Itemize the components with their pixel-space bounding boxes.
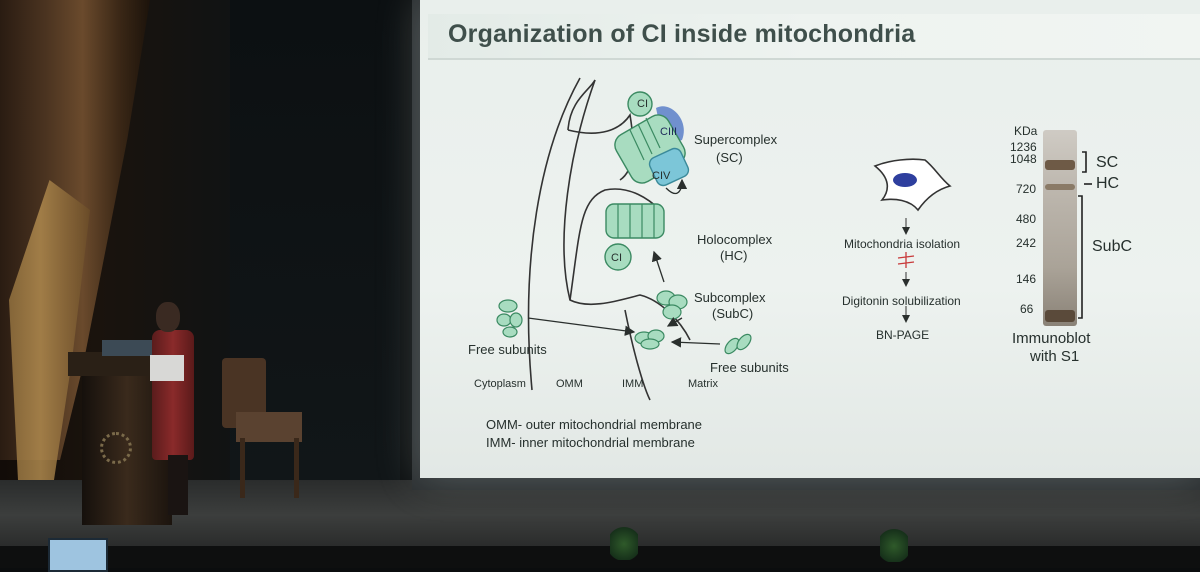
blot-marker-1048: 1048 xyxy=(1010,152,1037,166)
stage-edge xyxy=(0,546,1200,568)
slide-title: Organization of CI inside mitochondria xyxy=(448,20,916,48)
legend-omm: OMM- outer mitochondrial membrane xyxy=(486,417,703,432)
lectern-paper xyxy=(150,355,184,381)
plant-decoration xyxy=(880,522,908,562)
label-supercomplex-abbr: (SC) xyxy=(716,150,743,165)
blot-label-hc: HC xyxy=(1096,175,1120,192)
laptop xyxy=(102,340,152,356)
mitochondria-diagram xyxy=(496,77,1092,401)
blot-marker-66: 66 xyxy=(1020,302,1034,316)
chair-leg xyxy=(240,438,245,498)
label-cytoplasm: Cytoplasm xyxy=(474,378,526,390)
workflow-step-2: Digitonin solubilization xyxy=(842,294,961,308)
subcomplex-shape xyxy=(656,290,688,320)
immunoblot-lane xyxy=(1043,130,1077,326)
blot-band-sc xyxy=(1045,160,1075,170)
blot-caption-line2: with S1 xyxy=(1030,348,1080,365)
free-subunits-right-shape xyxy=(724,333,752,355)
plant-decoration xyxy=(610,520,638,560)
slide-title-bar xyxy=(428,14,1200,60)
legend-imm: IMM- inner mitochondrial membrane xyxy=(486,435,695,450)
label-ci-top: CI xyxy=(637,98,648,110)
blot-marker-1236: 1236 xyxy=(1010,140,1037,154)
label-holocomplex: Holocomplex xyxy=(697,232,773,247)
imm-crista xyxy=(569,188,661,301)
chair-seat xyxy=(236,412,302,442)
blot-band-bottom xyxy=(1045,310,1075,322)
label-matrix: Matrix xyxy=(688,378,718,390)
foreground-monitor xyxy=(48,538,108,572)
cell-icon xyxy=(873,158,952,212)
label-supercomplex: Supercomplex xyxy=(694,132,778,147)
label-free-subunits-left: Free subunits xyxy=(468,342,547,357)
assembly-intermediate xyxy=(634,329,665,350)
workflow-step-1: Mitochondria isolation xyxy=(844,237,961,251)
imm-membrane-top xyxy=(567,79,634,181)
label-subcomplex: Subcomplex xyxy=(694,290,766,305)
holocomplex-shape xyxy=(604,203,665,271)
presenter-body xyxy=(152,330,194,460)
omm-membrane xyxy=(527,77,581,391)
imm-membrane-bottom xyxy=(624,309,651,401)
imm-membrane-middle xyxy=(563,79,691,341)
label-ci-bottom: CI xyxy=(611,252,622,264)
label-free-subunits-right: Free subunits xyxy=(710,360,789,375)
label-ciii: CIII xyxy=(660,126,678,138)
podium-emblem-icon xyxy=(100,432,132,464)
blot-marker-242: 242 xyxy=(1016,236,1037,250)
blot-label-sc: SC xyxy=(1096,154,1119,171)
label-imm: IMM xyxy=(622,378,644,390)
label-omm: OMM xyxy=(556,378,583,390)
blot-marker-480: 480 xyxy=(1016,212,1037,226)
label-holocomplex-abbr: (HC) xyxy=(720,248,748,263)
blot-band-hc xyxy=(1045,184,1075,190)
blot-marker-146: 146 xyxy=(1016,272,1037,286)
supercomplex-shape xyxy=(614,91,690,187)
blot-marker-720: 720 xyxy=(1016,182,1037,196)
blot-label-subc: SubC xyxy=(1092,238,1133,255)
chair-leg xyxy=(294,438,299,498)
blot-unit: KDa xyxy=(1014,124,1038,138)
free-subunits-left-shape xyxy=(496,299,523,338)
presenter-head xyxy=(156,302,180,332)
presenter-legs xyxy=(168,455,188,515)
label-subcomplex-abbr: (SubC) xyxy=(712,306,754,321)
label-civ: CIV xyxy=(652,170,671,182)
workflow-step-3: BN-PAGE xyxy=(876,328,930,342)
blot-caption-line1: Immunoblot xyxy=(1012,330,1091,347)
